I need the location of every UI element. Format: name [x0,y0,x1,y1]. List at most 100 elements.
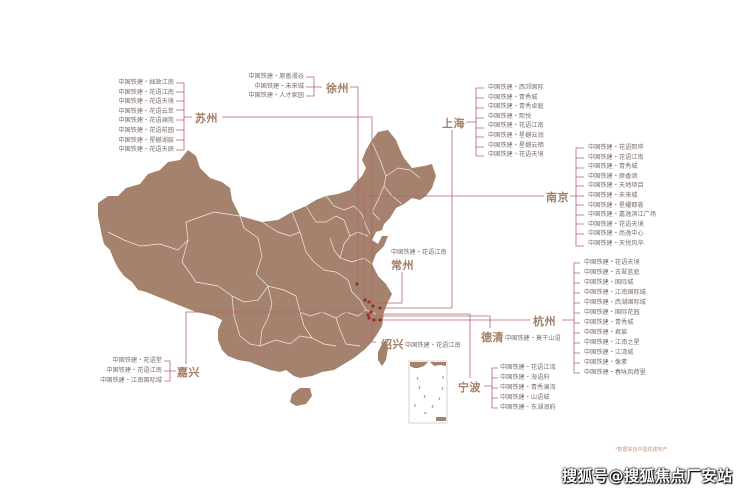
list-item: 中国铁建・江南之星 [584,339,640,346]
marker-hangzhou [366,313,370,317]
city-label-shaoxing: 绍兴 [381,338,404,351]
shanghai-leader [380,130,453,309]
ningbo-leader [384,313,471,378]
suzhou-project-list: 中国铁建・拙政江南 中国铁建・花语江南 中国铁建・花语天境 中国铁建・花语云萃 … [104,78,174,155]
list-item: 中国铁建・星耀都荟 [588,201,644,209]
list-item: 中国铁建・像素 [584,359,628,366]
list-item: 中国铁建・花语熙岸 [588,144,644,151]
hangzhou-leader [375,316,530,321]
jiaxing-leader [185,311,370,364]
city-markers [355,282,382,322]
city-label-nanjing: 南京 [546,191,569,204]
list-item: 中国铁建・人才家园 [248,92,304,100]
city-label-xuzhou: 徐州 [326,82,349,95]
city-label-jiaxing: 嘉兴 [177,366,200,379]
list-item: 中国铁建・海语府 [500,374,550,381]
hangzhou-bracket [562,262,580,374]
xuzhou-leader [350,86,359,284]
shaoxing-leader [371,318,376,343]
city-label-hangzhou: 杭州 [533,315,556,328]
list-item: 中国铁建・星樾湖宸 [118,136,174,144]
list-item: 中国铁建・花语天境 [118,98,174,106]
deqing-project: 中国铁建・莫干山语 [505,335,561,342]
list-item: 中国铁建・花语江南 [488,122,544,130]
xuzhou-project-list: 中国铁建・原香漫谷 中国铁建・未来城 中国铁建・人才家园 [238,72,304,101]
list-item: 中国铁建・青秀城 [584,319,634,326]
marker-suzhou [371,304,375,308]
city-label-deqing: 德清 [481,331,504,344]
list-item: 中国铁建・江南国际城 [584,289,646,296]
suzhou-bracket [176,82,192,151]
marker-jiaxing [369,310,373,314]
marker-changzhou [367,300,371,304]
marker-deqing [367,316,371,320]
ningbo-bracket [484,367,498,409]
data-source-note: *数据来自中国铁建地产 [615,447,668,453]
china-mainland-shape [98,130,436,378]
list-item: 中国铁建・东湖润府 [500,404,556,411]
list-item: 中国铁建・西湖国际城 [584,299,646,306]
shanghai-bracket [466,87,484,157]
xuzhou-bracket [306,76,322,97]
city-label-ningbo: 宁波 [458,381,481,394]
changzhou-project: 中国铁建・花语江南 [391,249,447,256]
list-item: 中国铁建・花语天辰 [118,146,174,154]
list-item: 中国铁建・国际花园 [584,309,640,316]
marker-shaoxing [372,318,376,322]
nanjing-bracket [570,147,584,247]
list-item: 中国铁建・花语云萃 [118,107,174,115]
marker-nanjing [363,298,367,302]
jiaxing-project-list: 中国铁建・花语堂 中国铁建・花语江南 中国铁建・江南国际城 [90,356,162,386]
list-item: 中国铁建・原香漫谷 [248,73,304,80]
shanghai-project-list: 中国铁建・西郊国际 中国铁建・青秀城 中国铁建・青秀卓庭 中国铁建・熙悦 中国铁… [488,83,544,160]
list-item: 中国铁建・花语澜苑 [118,117,174,125]
list-item: 中国铁建・嘉逸滨江广场 [588,211,657,219]
list-item: 中国铁建・拙政江南 [118,79,174,86]
list-item: 中国铁建・天悦风华 [588,239,644,247]
list-item: 中国铁建・花语天境 [488,151,544,159]
list-item: 中国铁建・未来城 [254,82,305,90]
taiwan-island-shape [378,340,388,366]
nanjing-project-list: 中国铁建・花语熙岸 中国铁建・花语江南 中国铁建・青秀城 中国铁建・原香颂 中国… [588,143,656,249]
list-item: 中国铁建・熙悦 [488,112,532,120]
watermark: 搜狐号@搜狐焦点厂安站 [562,467,733,485]
list-item: 中国铁建・星樾云润 [488,131,544,139]
city-label-changzhou: 常州 [391,259,414,272]
list-item: 中国铁建・星樾云栖 [488,141,544,149]
list-item: 中国铁建・花语江南 [106,367,162,374]
deqing-leader [380,315,491,328]
list-item: 中国铁建・天地项目 [588,182,644,190]
suzhou-leader [222,116,373,310]
south-china-sea-inset [408,360,448,424]
list-item: 中国铁建・江湾城 [584,349,634,356]
list-item: 中国铁建・古翠蓝庭 [584,269,640,276]
hangzhou-project-list: 中国铁建・花语天境 中国铁建・古翠蓝庭 中国铁建・国际城 中国铁建・江南国际城 … [584,258,646,378]
list-item: 中国铁建・江南国际城 [100,377,162,384]
marker-xuzhou [355,282,359,286]
list-item: 中国铁建・春咏风荷里 [584,369,646,376]
marker-shanghai [378,306,382,310]
changzhou-leader [374,272,403,304]
connector-lines [164,76,584,409]
list-item: 中国铁建・花语前园 [118,126,174,134]
list-item: 中国铁建・西郊国际 [488,84,544,91]
list-item: 中国铁建・青秀城 [488,93,538,101]
list-item: 中国铁建・花语江南 [118,88,174,96]
list-item: 中国铁建・尚逸中心 [588,230,644,238]
list-item: 中国铁建・青秀卓庭 [488,103,544,111]
nanjing-leader [363,195,544,300]
list-item: 中国铁建・花语堂 [112,357,163,364]
jiaxing-bracket [164,360,176,382]
list-item: 中国铁建・花语天境 [584,259,640,266]
list-item: 中国铁建・未来城 [588,191,638,199]
list-item: 中国铁建・国际城 [584,279,634,286]
list-item: 中国铁建・花语天境 [588,220,644,228]
shaoxing-project: 中国铁建・花语江南 [405,342,461,349]
list-item: 中国铁建・君宸 [584,329,628,336]
ningbo-project-list: 中国铁建・花语江湾 中国铁建・海语府 中国铁建・青秀澜湾 中国铁建・山语城 中国… [500,363,556,413]
list-item: 中国铁建・山语城 [500,394,550,401]
list-item: 中国铁建・青秀城 [588,163,638,171]
city-label-shanghai: 上海 [442,117,465,130]
